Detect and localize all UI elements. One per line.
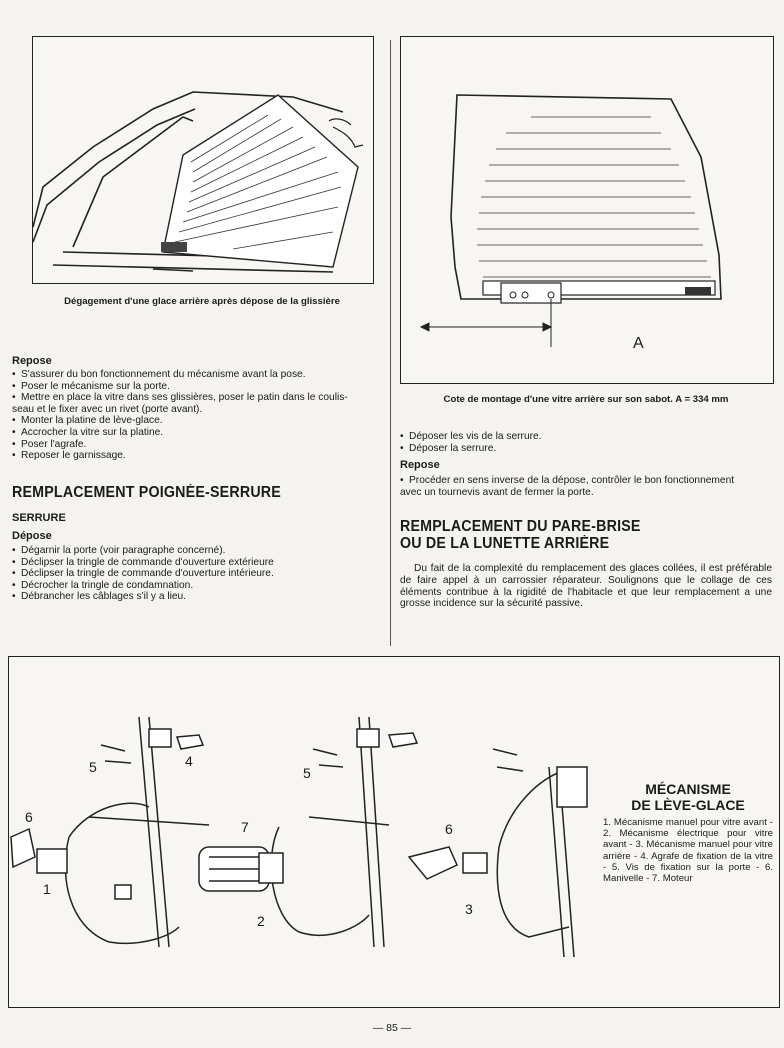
- list-item: Mettre en place la vitre dans ses glissi…: [12, 392, 382, 404]
- callout-3: 3: [465, 901, 473, 917]
- depose-list-right: Déposer les vis de la serrure. Déposer l…: [400, 431, 770, 454]
- mechanism-title: MÉCANISME DE LÈVE-GLACE: [603, 781, 773, 813]
- figure-caption-right: Cote de montage d'une vitre arrière sur …: [443, 394, 729, 405]
- list-item: Accrocher la vitre sur la platine.: [12, 427, 382, 439]
- section-title-pare-brise-1: REMPLACEMENT DU PARE-BRISE: [400, 518, 641, 535]
- pare-brise-paragraph: Du fait de la complexité du remplacement…: [400, 563, 772, 610]
- callout-6-left: 6: [25, 809, 33, 825]
- figure-window-removal: [32, 36, 374, 284]
- callout-5-middle: 5: [303, 765, 311, 781]
- figure-caption-left: Dégagement d'une glace arrière après dép…: [64, 296, 340, 307]
- repose-list-left: S'assurer du bon fonctionnement du mécan…: [12, 369, 382, 462]
- column-divider: [390, 40, 391, 646]
- figure-window-dimension: A: [400, 36, 774, 384]
- page-number: — 85 —: [372, 1022, 412, 1034]
- list-item: Débrancher les câblages s'il y a lieu.: [12, 591, 382, 603]
- list-item-continuation: seau et le fixer avec un rivet (porte av…: [12, 403, 203, 415]
- list-item: Déclipser la tringle de commande d'ouver…: [12, 557, 382, 569]
- repose-heading-right: Repose: [400, 459, 440, 471]
- depose-list-left: Dégarnir la porte (voir paragraphe conce…: [12, 545, 382, 603]
- subsection-serrure: SERRURE: [12, 512, 66, 524]
- section-title-pare-brise-2: OU DE LA LUNETTE ARRIÈRE: [400, 535, 610, 552]
- list-item: Monter la platine de lève-glace.: [12, 415, 382, 427]
- mechanism-title-line2: DE LÈVE-GLACE: [631, 797, 745, 813]
- list-item: Poser le mécanisme sur la porte.: [12, 381, 382, 393]
- figure-window-regulator: 5 4 6 1 5 7 2 6 3 MÉCANISME DE LÈVE-GLAC…: [8, 656, 780, 1008]
- list-item: Reposer le garnissage.: [12, 450, 382, 462]
- callout-6-right: 6: [445, 821, 453, 837]
- list-item: Déclipser la tringle de commande d'ouver…: [12, 568, 382, 580]
- dimension-label-a: A: [633, 335, 644, 352]
- list-item: Poser l'agrafe.: [12, 439, 382, 451]
- window-regulator-illustration: [10, 716, 588, 958]
- repose-list-right: Procéder en sens inverse de la dépose, c…: [400, 475, 774, 498]
- callout-2: 2: [257, 913, 265, 929]
- callout-1: 1: [43, 881, 51, 897]
- list-item: Déposer la serrure.: [400, 443, 770, 455]
- callout-4: 4: [185, 753, 193, 769]
- list-item: Décrocher la tringle de condamnation.: [12, 580, 382, 592]
- list-item: Dégarnir la porte (voir paragraphe conce…: [12, 545, 382, 557]
- section-title-poignee-serrure: REMPLACEMENT POIGNÉE-SERRURE: [12, 484, 281, 501]
- window-removal-illustration: [32, 91, 364, 273]
- mechanism-legend: 1. Mécanisme manuel pour vitre avant - 2…: [603, 817, 773, 885]
- window-dimension-illustration: [419, 94, 722, 347]
- list-item: Déposer les vis de la serrure.: [400, 431, 770, 443]
- list-item: Procéder en sens inverse de la dépose, c…: [400, 475, 774, 487]
- callout-5-left: 5: [89, 759, 97, 775]
- callout-7: 7: [241, 819, 249, 835]
- repose-heading-left: Repose: [12, 355, 52, 367]
- list-item-continuation: avec un tournevis avant de fermer la por…: [400, 486, 594, 498]
- mechanism-title-line1: MÉCANISME: [645, 781, 731, 797]
- list-item: S'assurer du bon fonctionnement du mécan…: [12, 369, 382, 381]
- depose-heading-left: Dépose: [12, 530, 52, 542]
